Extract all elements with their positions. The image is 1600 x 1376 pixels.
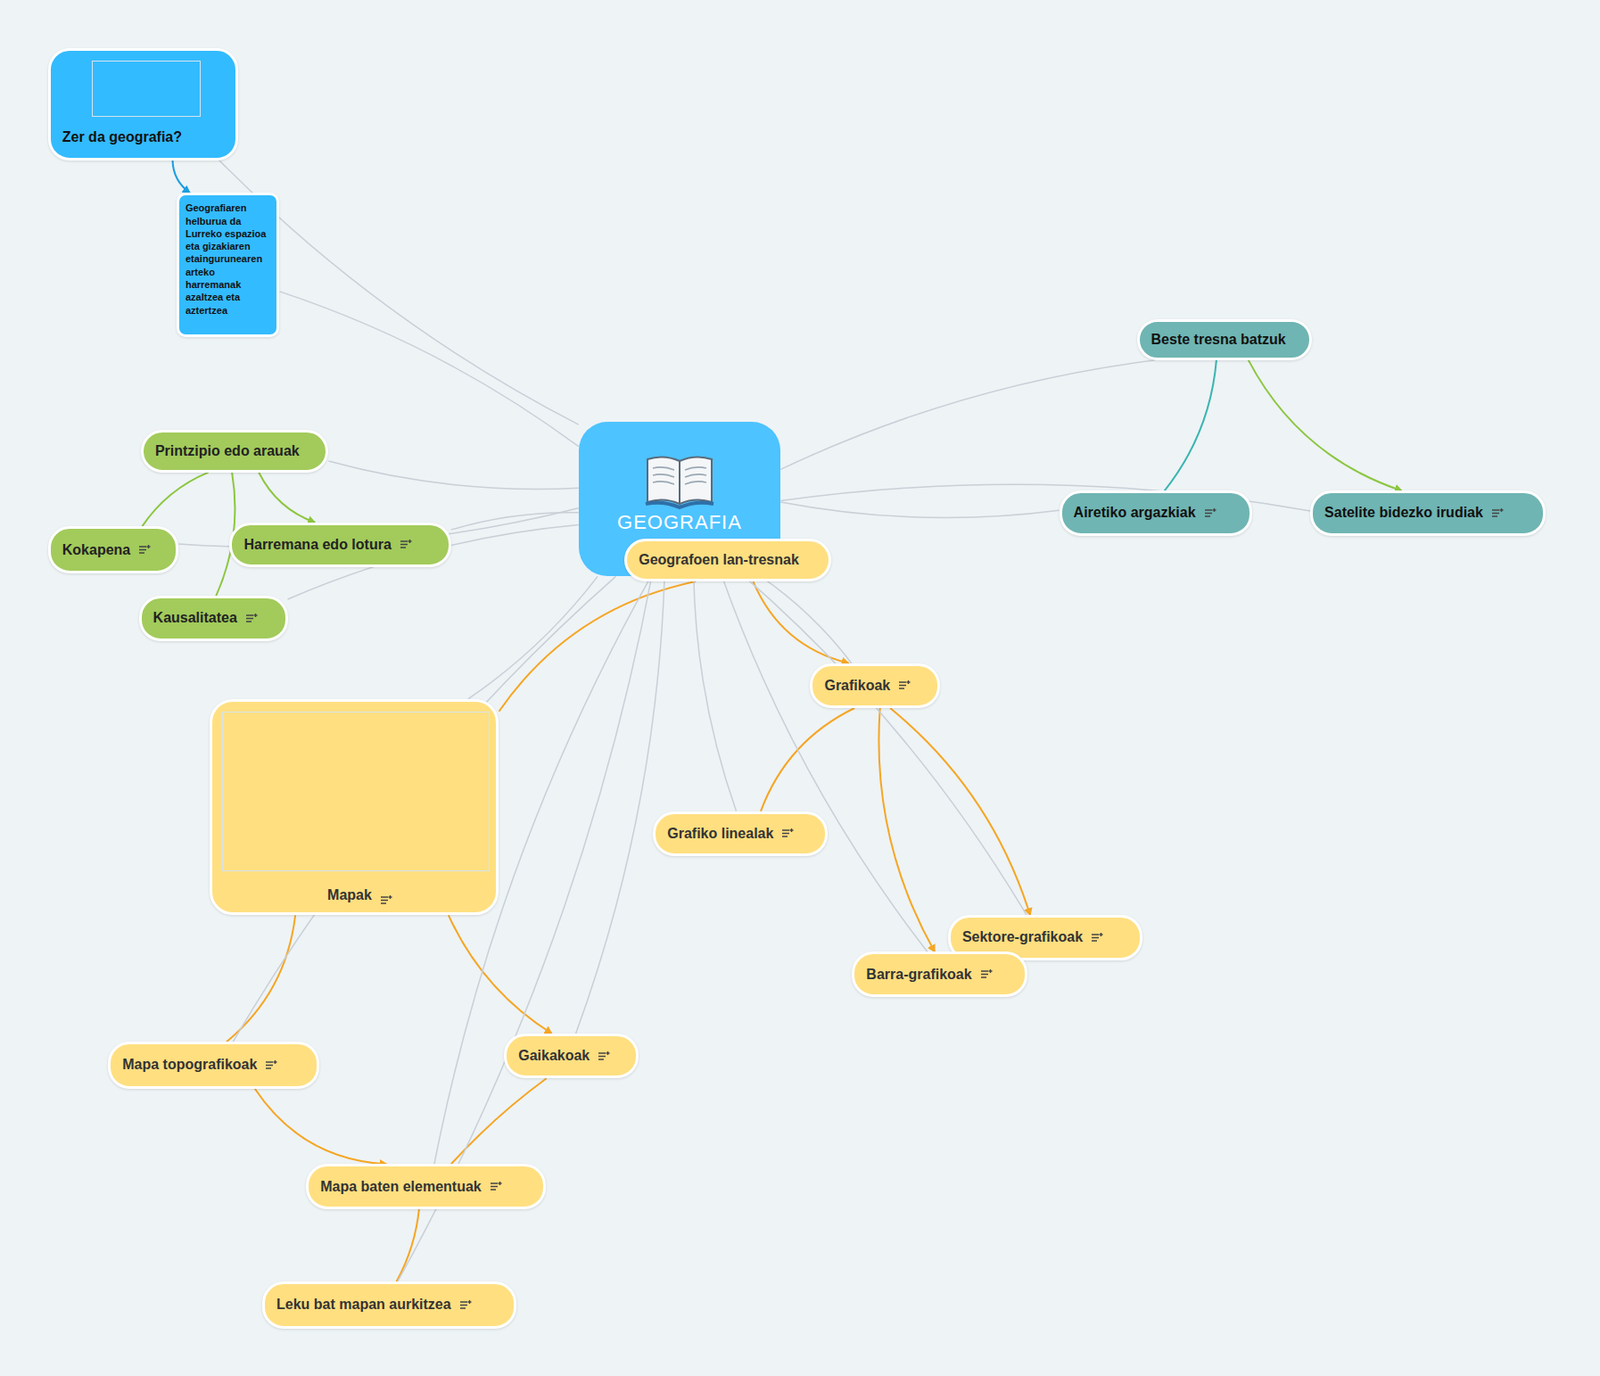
relation-arrow (760, 708, 855, 812)
branch-line (780, 502, 1059, 519)
book-icon (643, 450, 716, 510)
node-text: Barra-grafikoak (854, 966, 972, 983)
node-text: Airetiko argazkiak (1062, 504, 1196, 521)
note-icon (139, 544, 151, 555)
node-text: Printzipio edo arauak (143, 443, 312, 460)
branch-line (693, 576, 737, 811)
node-text: Beste tresna batzuk (1139, 331, 1298, 348)
branch-line (280, 291, 579, 447)
branch-line (760, 576, 852, 663)
relation-arrow (173, 160, 190, 194)
relation-arrow (396, 1209, 420, 1282)
topic-node: Airetiko argazkiak (1059, 490, 1253, 536)
text-row: Mapa topografikoak (110, 1056, 278, 1073)
topic-node: Harremana edo lotura (229, 522, 451, 568)
topic-node: Barra-grafikoak (851, 951, 1028, 997)
relation-arrow (258, 472, 315, 523)
relation-arrow (890, 708, 1031, 916)
topic-node: Kokapena (48, 526, 179, 574)
note-icon (246, 613, 258, 624)
note-icon (598, 1051, 611, 1062)
topic-node: Satelite bidezko irudiak (1310, 490, 1546, 536)
node-text: Geografiaren helburua da Lurreko espazio… (179, 195, 278, 323)
topic-node: Gaikakoak (503, 1033, 639, 1079)
node-text: Geografoen lan-tresnak (626, 552, 811, 569)
node-text: Kausalitatea (141, 610, 238, 627)
relation-arrow (1248, 360, 1403, 491)
text-row: Kokapena (50, 542, 151, 559)
node-text: Grafikoak (812, 677, 891, 694)
node-text: Leku bat mapan aurkitzea (264, 1296, 452, 1313)
note-icon (265, 1060, 278, 1071)
note-icon (898, 680, 911, 691)
note-icon (782, 828, 794, 839)
node-text: Satelite bidezko irudiak (1312, 504, 1484, 521)
text-row: Grafikoak (812, 677, 911, 694)
relation-arrow (448, 915, 553, 1034)
branch-line (780, 360, 1155, 471)
node-text: Gaikakoak (506, 1047, 590, 1064)
note-icon (400, 539, 413, 550)
node-text: Mapak (315, 887, 372, 913)
topic-node: Mapa baten elementuak (305, 1163, 546, 1209)
text-row: Gaikakoak (506, 1047, 611, 1064)
note-icon (380, 895, 393, 906)
node-text: Mapa baten elementuak (308, 1179, 482, 1196)
relation-arrow (753, 581, 850, 664)
node-text: Mapa topografikoak (110, 1056, 257, 1073)
image-placeholder (222, 711, 490, 871)
topic-node: Mapak (209, 699, 500, 916)
topic-node: Zer da geografia? (48, 48, 239, 161)
branch-line (328, 461, 578, 489)
topic-node: Kausalitatea (139, 595, 289, 641)
note-icon (981, 969, 993, 980)
text-row: Sektore-grafikoak (950, 929, 1104, 946)
node-text: Grafiko linealak (655, 825, 774, 842)
branch-line (744, 576, 1028, 916)
branch-line (468, 576, 598, 699)
node-text: Zer da geografia? (50, 129, 194, 158)
text-row: Mapa baten elementuak (308, 1179, 503, 1196)
note-icon (1492, 508, 1504, 519)
topic-node: Mapa topografikoak (107, 1041, 320, 1089)
relation-arrow (226, 915, 296, 1042)
text-row: Kausalitatea (141, 610, 258, 627)
relation-arrow (141, 472, 208, 528)
topic-node: Geografiaren helburua da Lurreko espazio… (176, 192, 281, 337)
text-row: Grafiko linealak (655, 825, 794, 842)
topic-node: Geografoen lan-tresnak (624, 538, 832, 582)
node-text: Sektore-grafikoak (950, 929, 1083, 946)
note-icon (1204, 508, 1217, 519)
note-icon (460, 1300, 472, 1311)
text-row: Mapak (315, 887, 393, 913)
node-text: Kokapena (50, 542, 131, 559)
branch-line (722, 576, 928, 952)
relation-arrow (499, 581, 696, 712)
topic-node: Leku bat mapan aurkitzea (262, 1281, 517, 1329)
topic-node: Printzipio edo arauak (140, 429, 330, 473)
note-icon (490, 1181, 503, 1192)
branch-line (576, 576, 666, 1034)
node-text: Harremana edo lotura (231, 536, 391, 553)
text-row: Barra-grafikoak (854, 966, 992, 983)
text-row: Leku bat mapan aurkitzea (264, 1296, 472, 1313)
text-row: Harremana edo lotura (231, 536, 412, 553)
topic-node: Grafiko linealak (652, 811, 828, 857)
topic-node: Grafikoak (809, 663, 940, 709)
topic-node: Beste tresna batzuk (1137, 319, 1313, 361)
relation-arrow (451, 1078, 547, 1164)
relation-arrow (255, 1088, 388, 1165)
text-row: Satelite bidezko irudiak (1312, 504, 1504, 521)
note-icon (1091, 932, 1104, 943)
text-row: Airetiko argazkiak (1062, 504, 1217, 521)
relation-arrow (1164, 360, 1217, 491)
image-placeholder (91, 60, 201, 117)
